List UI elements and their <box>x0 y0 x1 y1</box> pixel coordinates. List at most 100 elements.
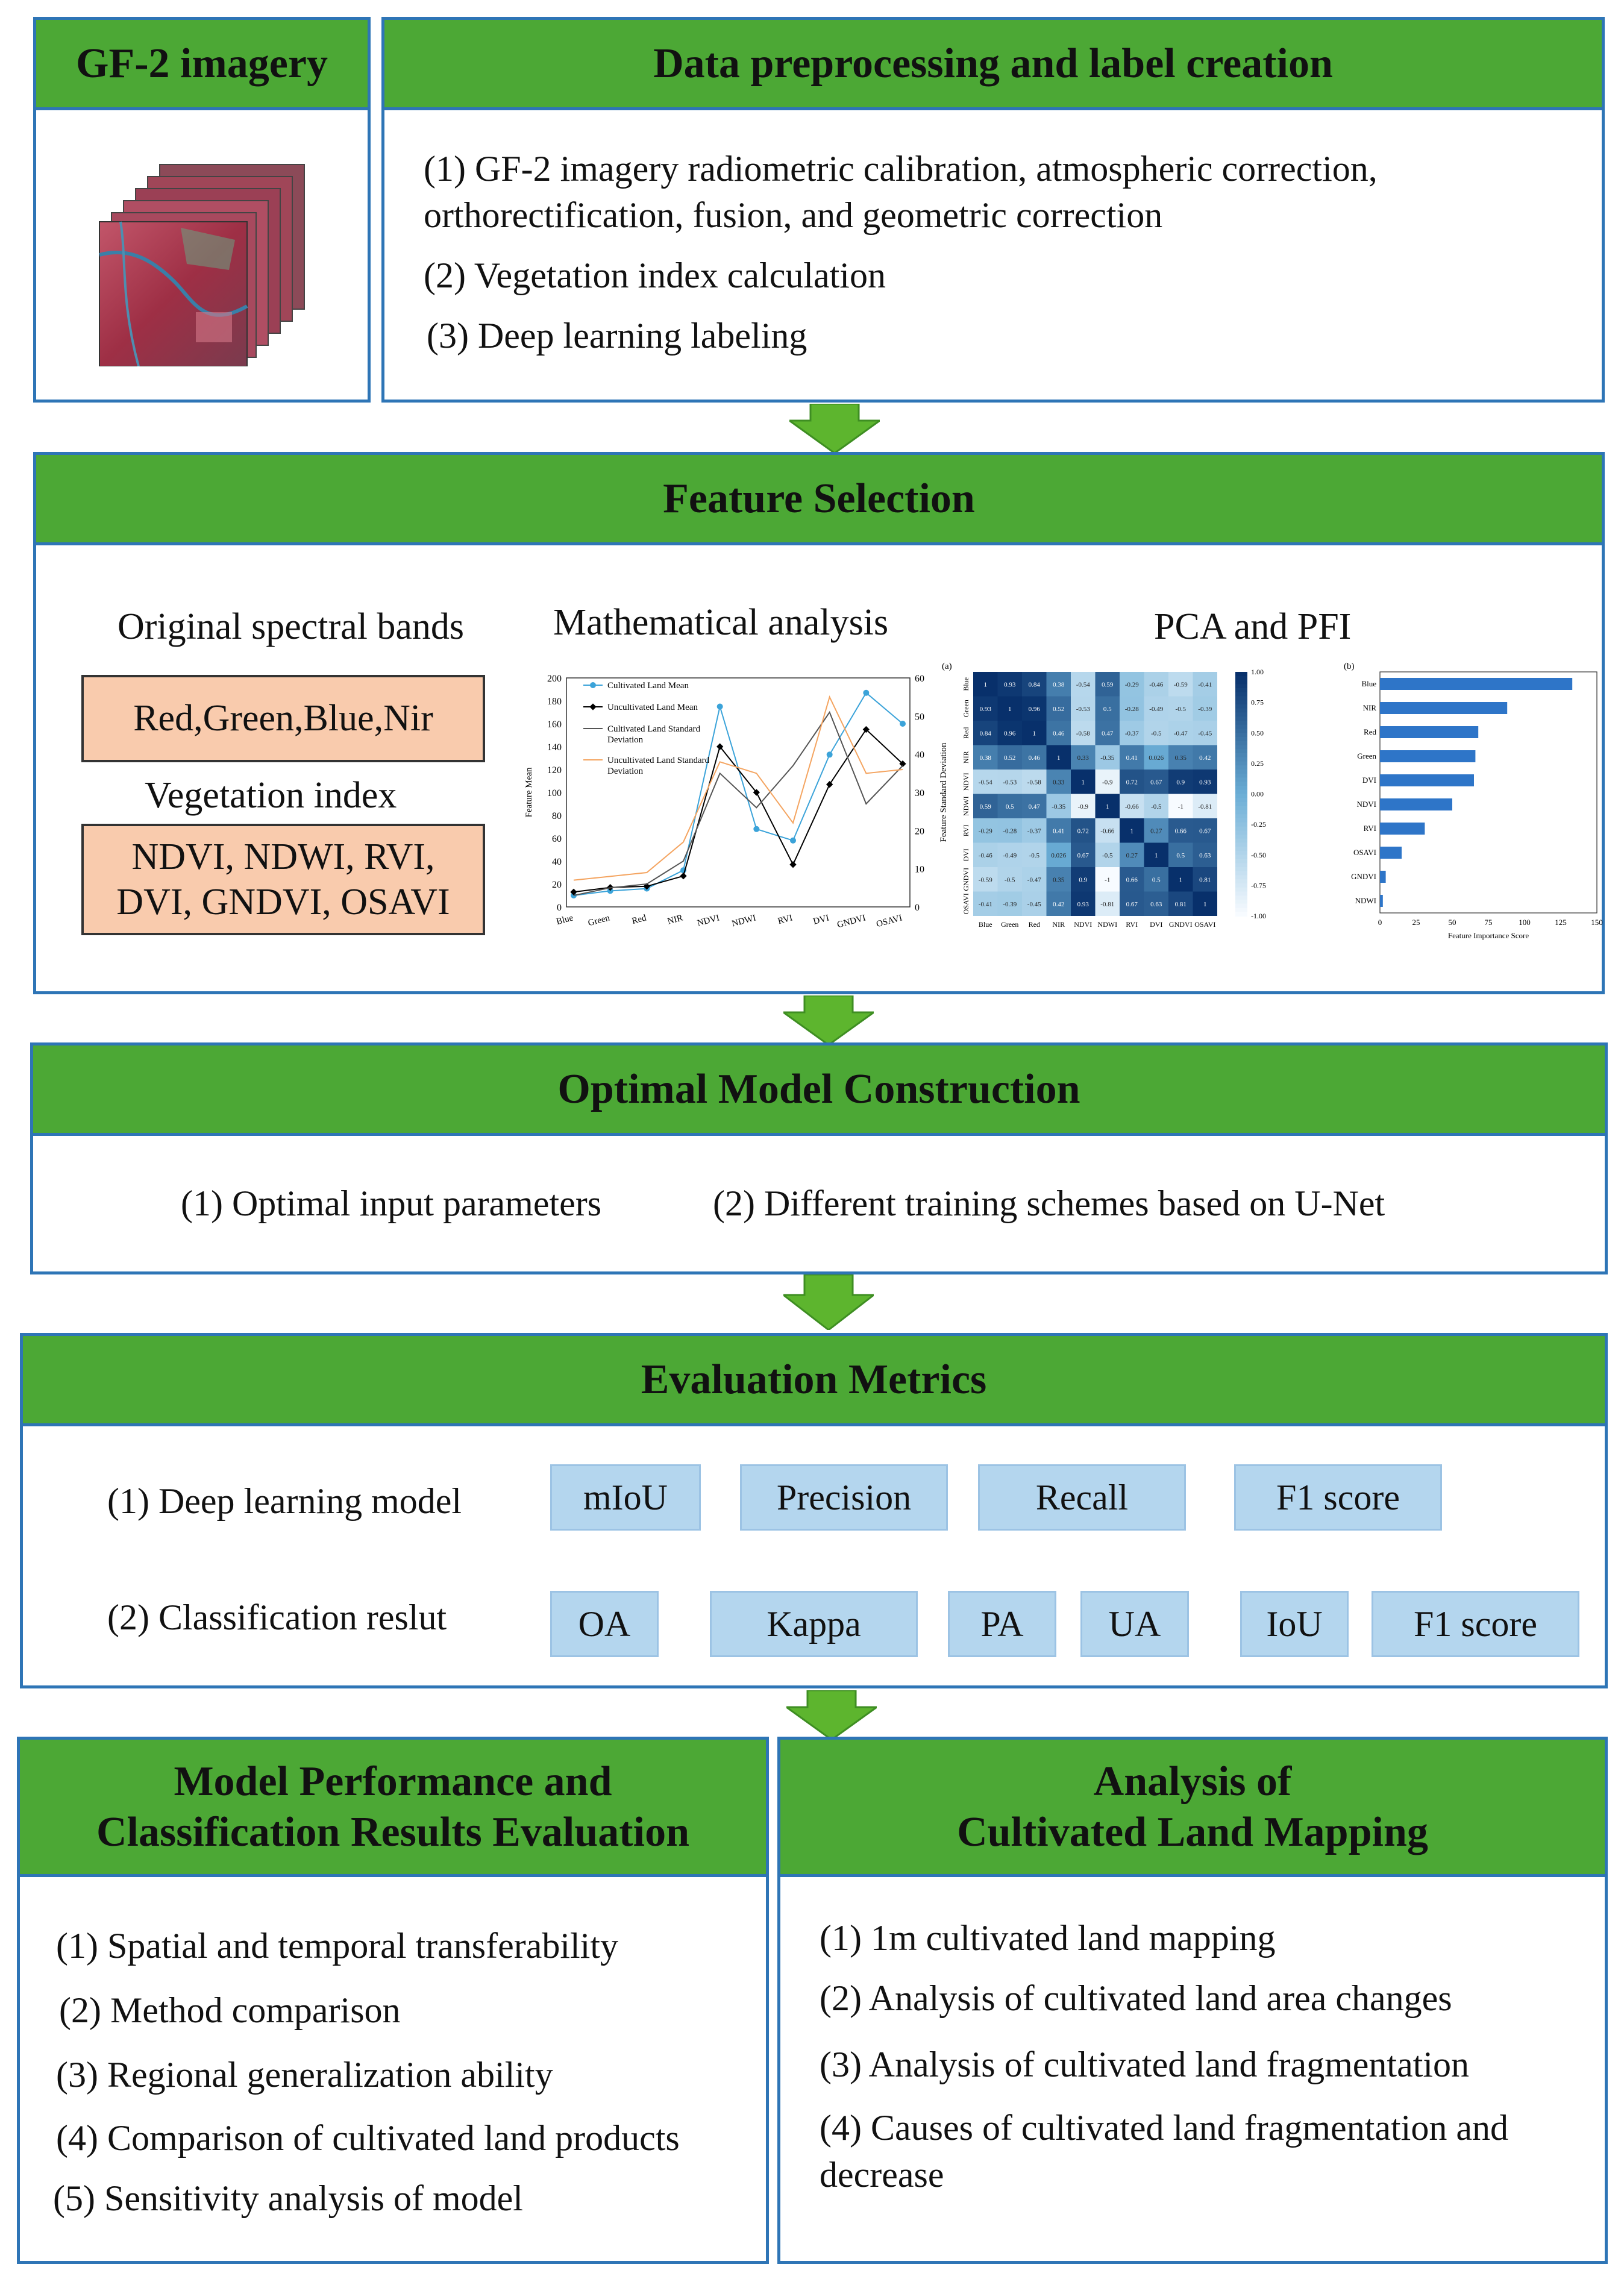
heatmap-cell-label: -0.53 <box>1076 706 1090 713</box>
heatmap-cell <box>1120 794 1144 818</box>
heatmap-cell <box>973 672 998 697</box>
line-chart-y2tick: 10 <box>915 865 924 875</box>
line-chart-xtick: DVI <box>812 913 830 926</box>
legend-label: Cultivated Land Mean <box>607 681 689 691</box>
legend-label: Deviation <box>607 766 644 776</box>
spectral-bands-label: Original spectral bands <box>118 606 465 647</box>
heatmap-cell-label: -0.49 <box>1149 706 1163 713</box>
colorbar-segment <box>1235 879 1247 884</box>
heatmap-cell <box>1120 867 1144 892</box>
colorbar-segment <box>1235 814 1247 819</box>
perf-item-2: (2) Method comparison <box>59 1990 401 2030</box>
colorbar-segment <box>1235 773 1247 779</box>
bar-category-label: GNDVI <box>1351 872 1376 881</box>
flow-arrow-3 <box>783 1274 874 1330</box>
importance-bar <box>1380 871 1386 883</box>
perf-item-5: (5) Sensitivity analysis of model <box>53 2178 523 2218</box>
metric-iou: IoU <box>1240 1591 1349 1657</box>
bar-xtick: 125 <box>1555 918 1567 927</box>
heatmap-cell-label: 0.35 <box>1053 876 1065 883</box>
bar-category-label: RVI <box>1364 824 1376 833</box>
legend-label: Cultivated Land Standard <box>607 724 701 734</box>
heatmap-cell-label: 0.47 <box>1102 730 1114 737</box>
colorbar-segment <box>1235 835 1247 839</box>
heatmap-cell <box>1046 867 1071 892</box>
vegetation-index-line2: DVI, GNDVI, OSAVI <box>116 881 450 923</box>
heatmap-cell <box>1022 672 1047 697</box>
heatmap-cell <box>1193 672 1217 697</box>
colorbar-segment <box>1235 847 1247 851</box>
colorbar-tick: -0.25 <box>1251 820 1266 829</box>
heatmap-xtick: DVI <box>1150 920 1162 929</box>
heatmap-cell <box>973 867 998 892</box>
heatmap-cell-label: 1 <box>1130 827 1134 835</box>
bar-panel-label: (b) <box>1344 662 1355 671</box>
colorbar-segment <box>1235 887 1247 892</box>
heatmap-cell-label: -0.5 <box>1176 706 1187 713</box>
mapping-item-4-cont: decrease <box>820 2155 944 2195</box>
evaluation-metrics-box: Evaluation Metrics (1) Deep learning mod… <box>20 1333 1608 1688</box>
heatmap-cell <box>1071 721 1096 745</box>
line-chart-y2tick: 30 <box>915 788 924 798</box>
heatmap-cell <box>1071 818 1096 843</box>
heatmap-ytick: NIR <box>962 751 970 763</box>
colorbar-segment <box>1235 900 1247 904</box>
colorbar-segment <box>1235 806 1247 811</box>
colorbar-segment <box>1235 724 1247 730</box>
pca-pfi-label: PCA and PFI <box>1154 606 1352 647</box>
line-chart-ytick: 100 <box>547 788 562 798</box>
heatmap-cell-label: -0.66 <box>1100 827 1114 835</box>
colorbar-segment <box>1235 903 1247 909</box>
heatmap-cell-label: -0.39 <box>1198 706 1212 713</box>
colorbar-segment <box>1235 854 1247 860</box>
spectral-bands-box: Red,Green,Blue,Nir <box>81 675 485 762</box>
colorbar-segment <box>1235 676 1247 681</box>
line-chart-ytick: 40 <box>552 857 562 867</box>
heatmap-cell-label: 0.47 <box>1029 803 1041 810</box>
bar-category-label: Red <box>1364 727 1376 736</box>
heatmap-cell <box>1193 696 1217 721</box>
colorbar-segment <box>1235 859 1247 864</box>
heatmap-cell-label: 1 <box>1155 852 1158 859</box>
colorbar-segment <box>1235 672 1247 677</box>
heatmap-cell-label: -0.66 <box>1125 803 1139 810</box>
heatmap-cell <box>997 770 1022 794</box>
heatmap-cell <box>1046 891 1071 916</box>
bar-xtick: 50 <box>1449 918 1456 927</box>
math-analysis-label: Mathematical analysis <box>553 602 889 643</box>
feature-selection-header: Feature Selection <box>36 455 1602 545</box>
heatmap-cell <box>1193 891 1217 916</box>
line-chart-ytick: 120 <box>547 765 562 776</box>
colorbar-segment <box>1235 757 1247 762</box>
model-performance-title-1: Model Performance and <box>174 1758 612 1805</box>
line-chart-xtick: GNDVI <box>836 913 867 930</box>
optimal-model-header: Optimal Model Construction <box>33 1045 1605 1136</box>
heatmap-xtick: Red <box>1029 920 1040 929</box>
heatmap-cell <box>1071 696 1096 721</box>
heatmap-cell <box>997 891 1022 916</box>
heatmap-cell <box>1168 745 1193 770</box>
line-chart-xtick: NIR <box>666 913 684 926</box>
line-chart-point <box>790 837 796 844</box>
bar-category-label: OSAVI <box>1353 848 1376 857</box>
colorbar-segment <box>1235 708 1247 713</box>
importance-bar <box>1380 847 1402 859</box>
mapping-item-4: (4) Causes of cultivated land fragmentat… <box>820 2108 1508 2148</box>
heatmap-cell-label: 1 <box>1106 803 1109 810</box>
satellite-image-stack <box>99 164 305 366</box>
heatmap-cell <box>1022 842 1047 867</box>
line-chart-point <box>716 703 723 710</box>
legend-marker <box>589 703 597 710</box>
bar-category-label: Green <box>1357 751 1376 760</box>
colorbar-segment <box>1235 875 1247 880</box>
heatmap-cell-label: -0.54 <box>1076 681 1090 688</box>
heatmap-cell <box>1095 867 1120 892</box>
heatmap-cell-label: 0.33 <box>1077 754 1089 762</box>
colorbar-segment <box>1235 912 1247 917</box>
line-chart-xtick: Red <box>631 913 648 926</box>
heatmap-xtick: GNDVI <box>1169 920 1193 929</box>
heatmap-cell <box>1193 842 1217 867</box>
heatmap-cell <box>1095 745 1120 770</box>
heatmap-cell-label: 1 <box>1008 706 1012 713</box>
heatmap-cell <box>1120 891 1144 916</box>
